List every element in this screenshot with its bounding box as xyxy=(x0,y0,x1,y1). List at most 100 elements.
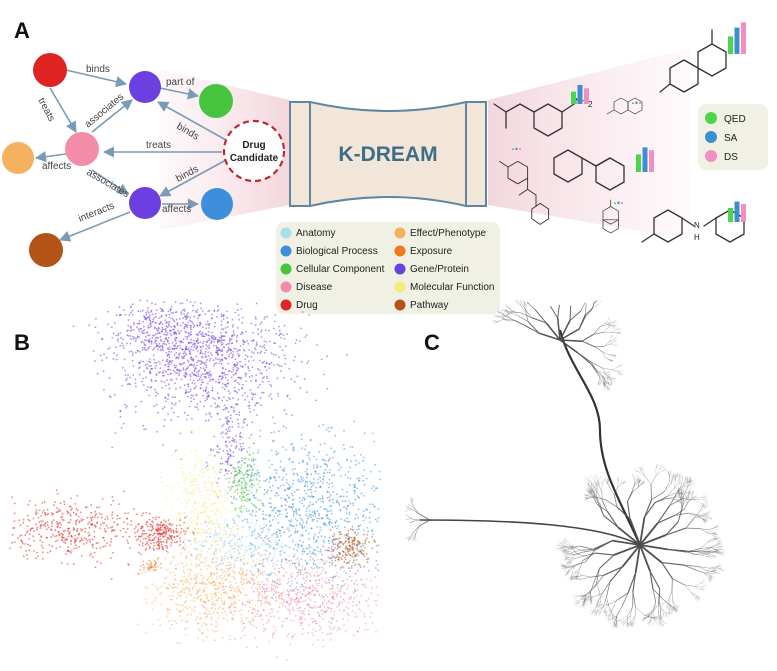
point xyxy=(142,377,145,380)
point xyxy=(256,590,259,593)
point xyxy=(290,443,292,446)
output-fan xyxy=(488,48,690,240)
point xyxy=(160,533,163,536)
point xyxy=(207,506,210,508)
point xyxy=(146,389,148,392)
point xyxy=(107,323,109,326)
point xyxy=(233,334,236,336)
point xyxy=(223,539,226,542)
point xyxy=(153,532,156,535)
point xyxy=(336,571,338,574)
point xyxy=(223,570,226,573)
point xyxy=(27,514,29,517)
point xyxy=(337,604,340,607)
point xyxy=(268,520,271,523)
point xyxy=(207,351,210,354)
point xyxy=(185,596,188,599)
point xyxy=(256,351,259,354)
point xyxy=(196,364,198,367)
point xyxy=(228,638,231,641)
point xyxy=(197,317,200,320)
point xyxy=(321,609,324,611)
point xyxy=(100,338,103,340)
point xyxy=(146,542,148,545)
point xyxy=(304,559,307,562)
point xyxy=(155,315,158,318)
point xyxy=(79,539,82,542)
point xyxy=(240,498,243,500)
point xyxy=(251,339,253,342)
point xyxy=(262,528,264,530)
point xyxy=(196,361,199,364)
point xyxy=(33,530,35,532)
point xyxy=(272,608,274,611)
point xyxy=(220,313,223,316)
score-bars xyxy=(512,22,746,222)
point xyxy=(272,588,275,591)
point xyxy=(202,544,204,547)
point xyxy=(267,578,269,580)
point xyxy=(314,515,317,517)
point xyxy=(268,502,270,504)
point xyxy=(37,516,40,519)
point xyxy=(111,446,114,449)
point xyxy=(305,492,308,495)
point xyxy=(370,579,373,582)
point xyxy=(258,546,261,549)
point xyxy=(204,399,206,402)
point xyxy=(168,316,171,319)
point xyxy=(182,321,184,324)
point xyxy=(287,527,289,530)
point xyxy=(199,533,202,536)
point xyxy=(115,535,118,537)
point xyxy=(261,581,264,583)
point xyxy=(258,615,261,618)
point xyxy=(301,632,304,635)
point xyxy=(231,325,234,328)
point xyxy=(225,552,227,555)
point xyxy=(159,362,161,365)
point xyxy=(84,530,87,533)
point xyxy=(316,466,318,469)
point xyxy=(193,597,196,600)
point xyxy=(249,525,252,528)
point xyxy=(43,501,46,504)
point xyxy=(315,555,318,557)
point xyxy=(365,586,367,589)
point xyxy=(199,594,202,597)
point xyxy=(218,362,221,365)
point xyxy=(232,353,234,356)
point xyxy=(72,563,75,566)
point xyxy=(326,596,329,598)
point xyxy=(212,580,215,583)
point xyxy=(113,393,116,396)
point xyxy=(318,579,321,582)
point xyxy=(229,539,232,542)
point xyxy=(233,578,236,581)
point xyxy=(121,342,123,345)
point xyxy=(110,538,113,540)
point xyxy=(194,541,197,544)
point xyxy=(72,325,75,328)
point xyxy=(247,342,250,345)
point xyxy=(102,545,104,548)
point xyxy=(233,536,236,539)
point xyxy=(344,552,347,554)
point xyxy=(317,536,319,538)
point xyxy=(151,302,153,305)
point xyxy=(254,506,257,508)
point xyxy=(238,571,240,574)
point xyxy=(210,405,212,407)
point xyxy=(164,557,167,560)
point xyxy=(330,427,332,429)
point xyxy=(322,373,325,376)
point xyxy=(301,499,304,501)
point xyxy=(209,431,212,433)
point xyxy=(211,487,213,489)
point xyxy=(266,528,269,530)
point xyxy=(267,618,270,621)
point xyxy=(226,436,229,439)
point xyxy=(178,537,181,539)
point xyxy=(58,508,60,511)
point xyxy=(238,480,241,483)
